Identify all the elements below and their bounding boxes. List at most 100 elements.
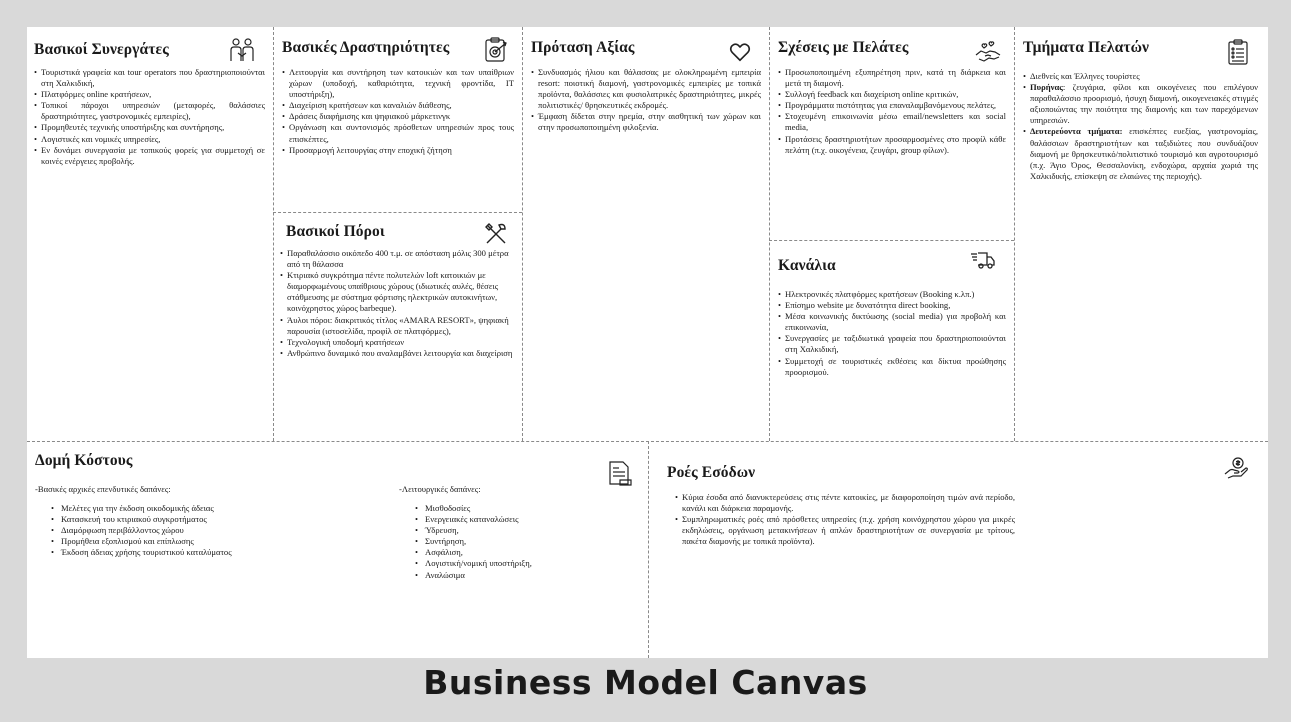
- delivery-truck-icon: [970, 247, 996, 273]
- divider: [769, 240, 1014, 241]
- list-item: Κτιριακό συγκρότημα πέντε πολυτελών loft…: [280, 270, 514, 314]
- list-item: Εν δυνάμει συνεργασία με τοπικούς φορείς…: [34, 145, 265, 167]
- list-item: Συμπληρωματικές ροές από πρόσθετες υπηρε…: [675, 514, 1015, 547]
- list-item: Προτάσεις δραστηριοτήτων προσαρμοσμένες …: [778, 134, 1006, 156]
- list-item: Συμμετοχή σε τουριστικές εκθέσεις και δί…: [778, 356, 1006, 378]
- list-document-icon: [1227, 39, 1249, 65]
- list-item: Ασφάλιση,: [399, 547, 629, 558]
- list-item: Μέσα κοινωνικής δικτύωσης (social media)…: [778, 311, 1006, 333]
- key-activities-section: Βασικές Δραστηριότητες Λειτουργία και συ…: [274, 27, 522, 212]
- section-title: Πρόταση Αξίας: [531, 39, 635, 56]
- divider: [522, 27, 523, 441]
- list-item: Προσωποποιημένη εξυπηρέτηση πριν, κατά τ…: [778, 67, 1006, 89]
- initial-costs-column: -Βασικές αρχικές επενδυτικές δαπάνες: Με…: [35, 484, 365, 559]
- list-item: Κύρια έσοδα από διανυκτερεύσεις στις πέν…: [675, 492, 1015, 514]
- initial-costs-list: Μελέτες για την έκδοση οικοδομικής άδεια…: [35, 503, 365, 559]
- list-item: Λογιστικές και νομικές υπηρεσίες,: [34, 134, 265, 145]
- initial-costs-label: -Βασικές αρχικές επενδυτικές δαπάνες:: [35, 484, 171, 494]
- value-proposition-section: Πρόταση Αξίας Συνδυασμός ήλιου και θάλασ…: [523, 27, 769, 441]
- list-item: Ύδρευση,: [399, 525, 629, 536]
- list-item: Λογιστική/νομική υποστήριξη,: [399, 558, 629, 569]
- list-item: Δευτερεύοντα τμήματα: επισκέπτες ευεξίας…: [1023, 126, 1258, 181]
- list-item: Πυρήνας: ζευγάρια, φίλοι και οικογένειες…: [1023, 82, 1258, 126]
- activities-list: Λειτουργία και συντήρηση των κατοικιών κ…: [282, 67, 514, 156]
- operating-costs-label: -Λειτουργικές δαπάνες:: [399, 484, 481, 494]
- section-title: Κανάλια: [778, 257, 836, 274]
- value-list: Συνδυασμός ήλιου και θάλασσας με ολοκληρ…: [531, 67, 761, 134]
- segments-list: Διεθνείς και Έλληνες τουρίστες Πυρήνας: …: [1023, 71, 1258, 182]
- list-item: Στοχευμένη επικοινωνία μέσω email/newsle…: [778, 111, 1006, 133]
- list-item: Οργάνωση και συντονισμός πρόσθετων υπηρε…: [282, 122, 514, 144]
- channels-list: Ηλεκτρονικές πλατφόρμες κρατήσεων (Booki…: [778, 289, 1006, 378]
- list-item: Δράσεις διαφήμισης και ψηφιακού μάρκετιν…: [282, 111, 514, 122]
- list-item: Προμηθευτές τεχνικής υποστήριξης και συν…: [34, 122, 265, 133]
- list-item: Κατασκευή του κτιριακού συγκροτήματος: [35, 514, 365, 525]
- section-title: Βασικοί Συνεργάτες: [34, 41, 169, 58]
- list-item: Προσαρμογή λειτουργίας στην εποχική ζήτη…: [282, 145, 514, 156]
- list-item: Αναλώσιμα: [399, 570, 629, 581]
- list-item: Άυλοι πόροι: διακριτικός τίτλος «AMARA R…: [280, 315, 514, 337]
- divider: [27, 441, 1268, 442]
- customer-relationships-section: Σχέσεις με Πελάτες Προσωποποιημένη εξυπη…: [770, 27, 1014, 240]
- invoice-icon: [607, 460, 633, 486]
- revenue-list: Κύρια έσοδα από διανυκτερεύσεις στις πέν…: [675, 492, 1015, 547]
- money-hand-icon: [1223, 456, 1249, 482]
- list-item: Διαχείριση κρατήσεων και καναλιών διάθεσ…: [282, 100, 514, 111]
- heart-icon: [729, 41, 751, 63]
- revenue-streams-section: Ροές Εσόδων Κύρια έσοδα από διανυκτερεύσ…: [649, 442, 1268, 658]
- list-item: Έμφαση δίδεται στην ηρεμία, στην αισθητι…: [531, 111, 761, 133]
- section-title: Σχέσεις με Πελάτες: [778, 39, 909, 56]
- relations-list: Προσωποποιημένη εξυπηρέτηση πριν, κατά τ…: [778, 67, 1006, 156]
- divider: [273, 27, 274, 441]
- operating-costs-column: -Λειτουργικές δαπάνες: Μισθοδοσίες Ενεργ…: [399, 484, 629, 581]
- list-item: Τεχνολογική υποδομή κρατήσεων: [280, 337, 514, 348]
- list-item: Λειτουργία και συντήρηση των κατοικιών κ…: [282, 67, 514, 100]
- cost-structure-section: Δομή Κόστους -Βασικές αρχικές επενδυτικέ…: [27, 442, 648, 658]
- list-item: Πλατφόρμες online κρατήσεων,: [34, 89, 265, 100]
- list-item: Προγράμματα πιστότητας για επαναλαμβανόμ…: [778, 100, 1006, 111]
- list-item: Συλλογή feedback και διαχείριση online κ…: [778, 89, 1006, 100]
- key-partners-section: Βασικοί Συνεργάτες Τουριστικά γραφεία κα…: [27, 27, 273, 441]
- section-title: Βασικές Δραστηριότητες: [282, 39, 450, 56]
- list-item: Τοπικοί πάροχοι υπηρεσιών (μεταφορές, θα…: [34, 100, 265, 122]
- tools-icon: [483, 221, 509, 247]
- section-title: Βασικοί Πόροι: [286, 223, 385, 240]
- list-item: Ενεργειακές καταναλώσεις: [399, 514, 629, 525]
- list-item: Συνδυασμός ήλιου και θάλασσας με ολοκληρ…: [531, 67, 761, 111]
- list-item: Ανθρώπινο δυναμικό που αναλαμβάνει λειτο…: [280, 348, 514, 359]
- customer-segments-section: Τμήματα Πελατών Διεθνείς και Έλληνες του…: [1015, 27, 1268, 441]
- list-item: Ηλεκτρονικές πλατφόρμες κρατήσεων (Booki…: [778, 289, 1006, 300]
- list-item: Τουριστικά γραφεία και tour operators πο…: [34, 67, 265, 89]
- section-title: Δομή Κόστους: [35, 452, 133, 469]
- key-resources-section: Βασικοί Πόροι Παραθαλάσσιο οικόπεδο 400 …: [274, 213, 522, 441]
- list-item: Συντήρηση,: [399, 536, 629, 547]
- divider: [273, 212, 522, 213]
- page-title: Business Model Canvas: [423, 663, 868, 702]
- list-item: Διεθνείς και Έλληνες τουρίστες: [1023, 71, 1258, 82]
- operating-costs-list: Μισθοδοσίες Ενεργειακές καταναλώσεις Ύδρ…: [399, 503, 629, 581]
- business-model-canvas: Βασικοί Συνεργάτες Τουριστικά γραφεία κα…: [27, 27, 1268, 658]
- divider: [769, 27, 770, 441]
- segment-label: Δευτερεύοντα τμήματα:: [1030, 126, 1123, 137]
- divider: [648, 441, 649, 658]
- list-item: Έκδοση άδειας χρήσης τουριστικού καταλύμ…: [35, 547, 365, 558]
- list-item: Παραθαλάσσιο οικόπεδο 400 τ.μ. σε απόστα…: [280, 248, 514, 270]
- partners-icon: [229, 37, 255, 63]
- segment-label: Πυρήνας: [1030, 82, 1063, 93]
- divider: [1014, 27, 1015, 441]
- list-item: Συνεργασίες με ταξιδιωτικά γραφεία που δ…: [778, 333, 1006, 355]
- channels-section: Κανάλια Ηλεκτρονικές πλατφόρμες κρατήσεω…: [770, 241, 1014, 441]
- list-item: Μελέτες για την έκδοση οικοδομικής άδεια…: [35, 503, 365, 514]
- list-item: Διαμόρφωση περιβάλλοντος χώρου: [35, 525, 365, 536]
- segment-text: επισκέπτες ευεξίας, γαστρονομίας, θαλάσσ…: [1030, 126, 1258, 181]
- resources-list: Παραθαλάσσιο οικόπεδο 400 τ.μ. σε απόστα…: [280, 248, 514, 359]
- segment-text: : ζευγάρια, φίλοι και οικογένειες που επ…: [1030, 82, 1258, 126]
- partners-list: Τουριστικά γραφεία και tour operators πο…: [34, 67, 265, 167]
- section-title: Ροές Εσόδων: [667, 464, 756, 481]
- list-item: Προμήθεια εξοπλισμού και επίπλωσης: [35, 536, 365, 547]
- list-item: Μισθοδοσίες: [399, 503, 629, 514]
- handshake-hearts-icon: [975, 39, 1001, 65]
- section-title: Τμήματα Πελατών: [1023, 39, 1150, 56]
- list-item: Επίσημο website με δυνατότητα direct boo…: [778, 300, 1006, 311]
- activities-target-icon: [483, 37, 509, 63]
